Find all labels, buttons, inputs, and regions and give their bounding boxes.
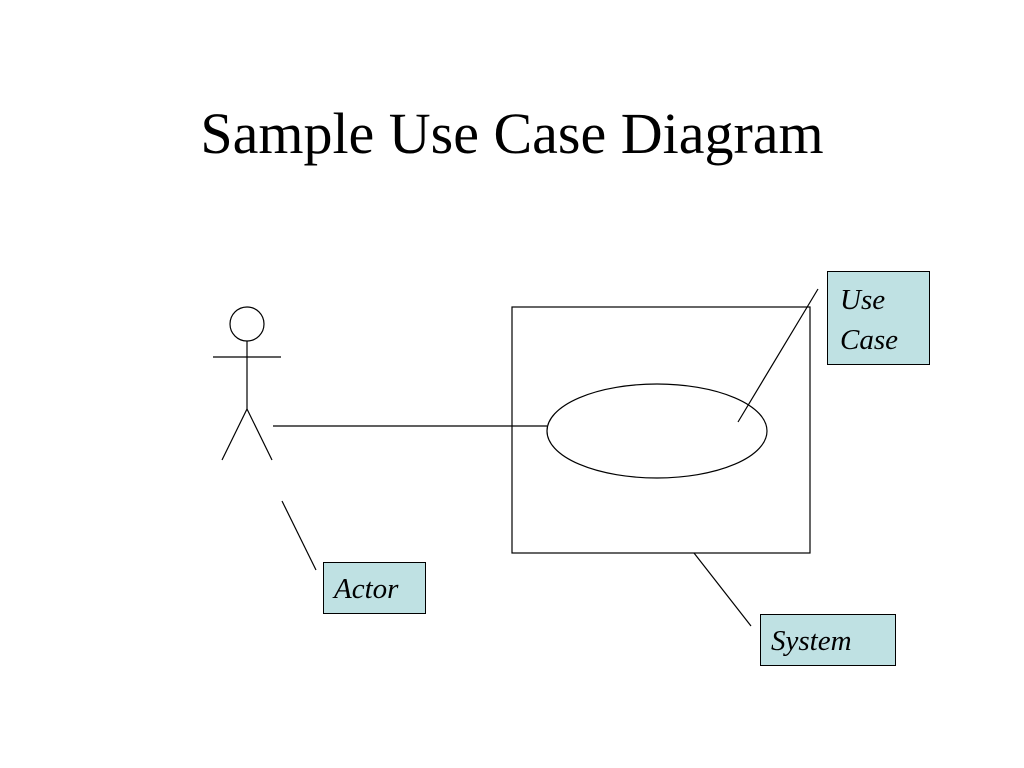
use-case-callout: Use Case — [827, 271, 930, 365]
system-callout: System — [760, 614, 896, 666]
actor-head — [229, 306, 265, 342]
actor-right-leg — [246, 408, 273, 461]
actor-callout: Actor — [323, 562, 426, 614]
system-leader-line — [693, 552, 752, 627]
actor-figure — [213, 306, 281, 461]
actor-left-leg — [221, 408, 248, 461]
use-case-ellipse — [546, 383, 768, 479]
use-case-leader-line — [737, 288, 819, 423]
system-boundary — [511, 306, 811, 554]
slide-title: Sample Use Case Diagram — [200, 101, 824, 166]
use-case-callout-line2: Case — [840, 324, 898, 356]
use-case-callout-line1: Use — [840, 284, 886, 316]
actor-leader-line — [281, 500, 317, 571]
